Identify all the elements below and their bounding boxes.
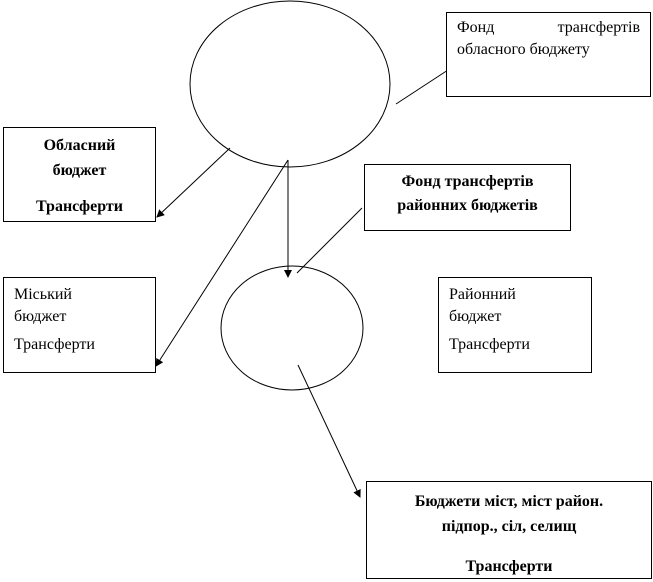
label: трансфертів	[557, 19, 640, 36]
oblast-fund-ellipse	[189, 0, 391, 168]
label: бюджет	[52, 162, 107, 179]
label: Обласний	[43, 137, 116, 154]
label: обласного бюджету	[457, 41, 590, 58]
label: Районний	[449, 286, 516, 303]
arrow-to-oblast-budget	[156, 147, 231, 218]
label: Трансферти	[465, 558, 553, 575]
label: Фонд	[457, 19, 495, 36]
label: Фонд трансфертів	[401, 173, 534, 190]
callout-line-oblast-fund	[395, 69, 449, 105]
callout-line-district-fund	[296, 207, 363, 274]
oblast-transfer-fund-box: Фонд трансфертів обласного бюджету	[446, 12, 651, 97]
label: Міський	[14, 286, 72, 303]
label: Бюджети міст, міст район.	[414, 493, 604, 510]
label: районних бюджетів	[397, 197, 538, 214]
city-budget-box: Міський бюджет Трансферти	[3, 277, 156, 373]
district-fund-ellipse	[220, 265, 364, 391]
local-budgets-box: Бюджети міст, міст район. підпор., сіл, …	[366, 481, 652, 579]
label: Трансферти	[449, 336, 530, 353]
label: підпор., сіл, селищ	[441, 518, 577, 535]
district-transfer-fund-box: Фонд трансфертів районних бюджетів	[364, 164, 571, 231]
label: Трансферти	[35, 198, 123, 215]
arrow-to-local-budgets	[297, 364, 361, 498]
oblast-budget-box: Обласний бюджет Трансферти	[3, 127, 156, 222]
label: бюджет	[14, 308, 67, 325]
label: Трансферти	[14, 336, 95, 353]
district-budget-box: Районний бюджет Трансферти	[438, 277, 592, 373]
arrow-to-city-budget	[155, 159, 289, 367]
label: бюджет	[449, 308, 502, 325]
